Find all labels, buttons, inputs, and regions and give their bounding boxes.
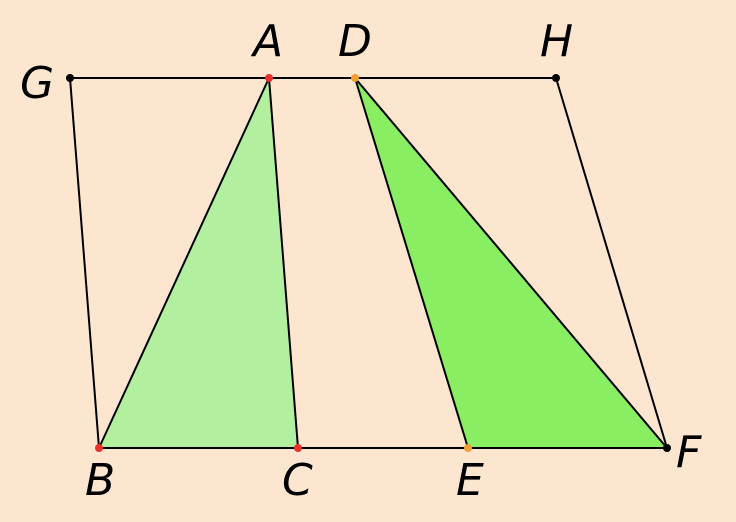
point-label-c: C	[282, 455, 313, 506]
point-h[interactable]	[552, 74, 560, 82]
point-label-h: H	[540, 16, 573, 67]
triangle-abc	[99, 78, 298, 448]
point-label-f: F	[676, 427, 702, 478]
segments	[69, 77, 668, 449]
segment-ab	[98, 77, 270, 449]
point-c[interactable]	[294, 444, 302, 452]
segment-df	[354, 77, 668, 449]
point-label-g: G	[20, 58, 54, 109]
point-f[interactable]	[663, 444, 671, 452]
point-e[interactable]	[464, 444, 472, 452]
segment-gb	[69, 77, 100, 449]
point-b[interactable]	[95, 444, 103, 452]
point-label-b: B	[85, 455, 115, 506]
point-d[interactable]	[351, 74, 359, 82]
point-a[interactable]	[265, 74, 273, 82]
point-label-e: E	[456, 455, 484, 506]
point-g[interactable]	[66, 74, 74, 82]
segment-hf	[555, 77, 668, 449]
segment-ac	[268, 77, 299, 449]
point-label-d: D	[338, 16, 372, 67]
segment-de	[354, 77, 469, 449]
points	[66, 74, 671, 452]
point-label-a: A	[250, 16, 283, 67]
